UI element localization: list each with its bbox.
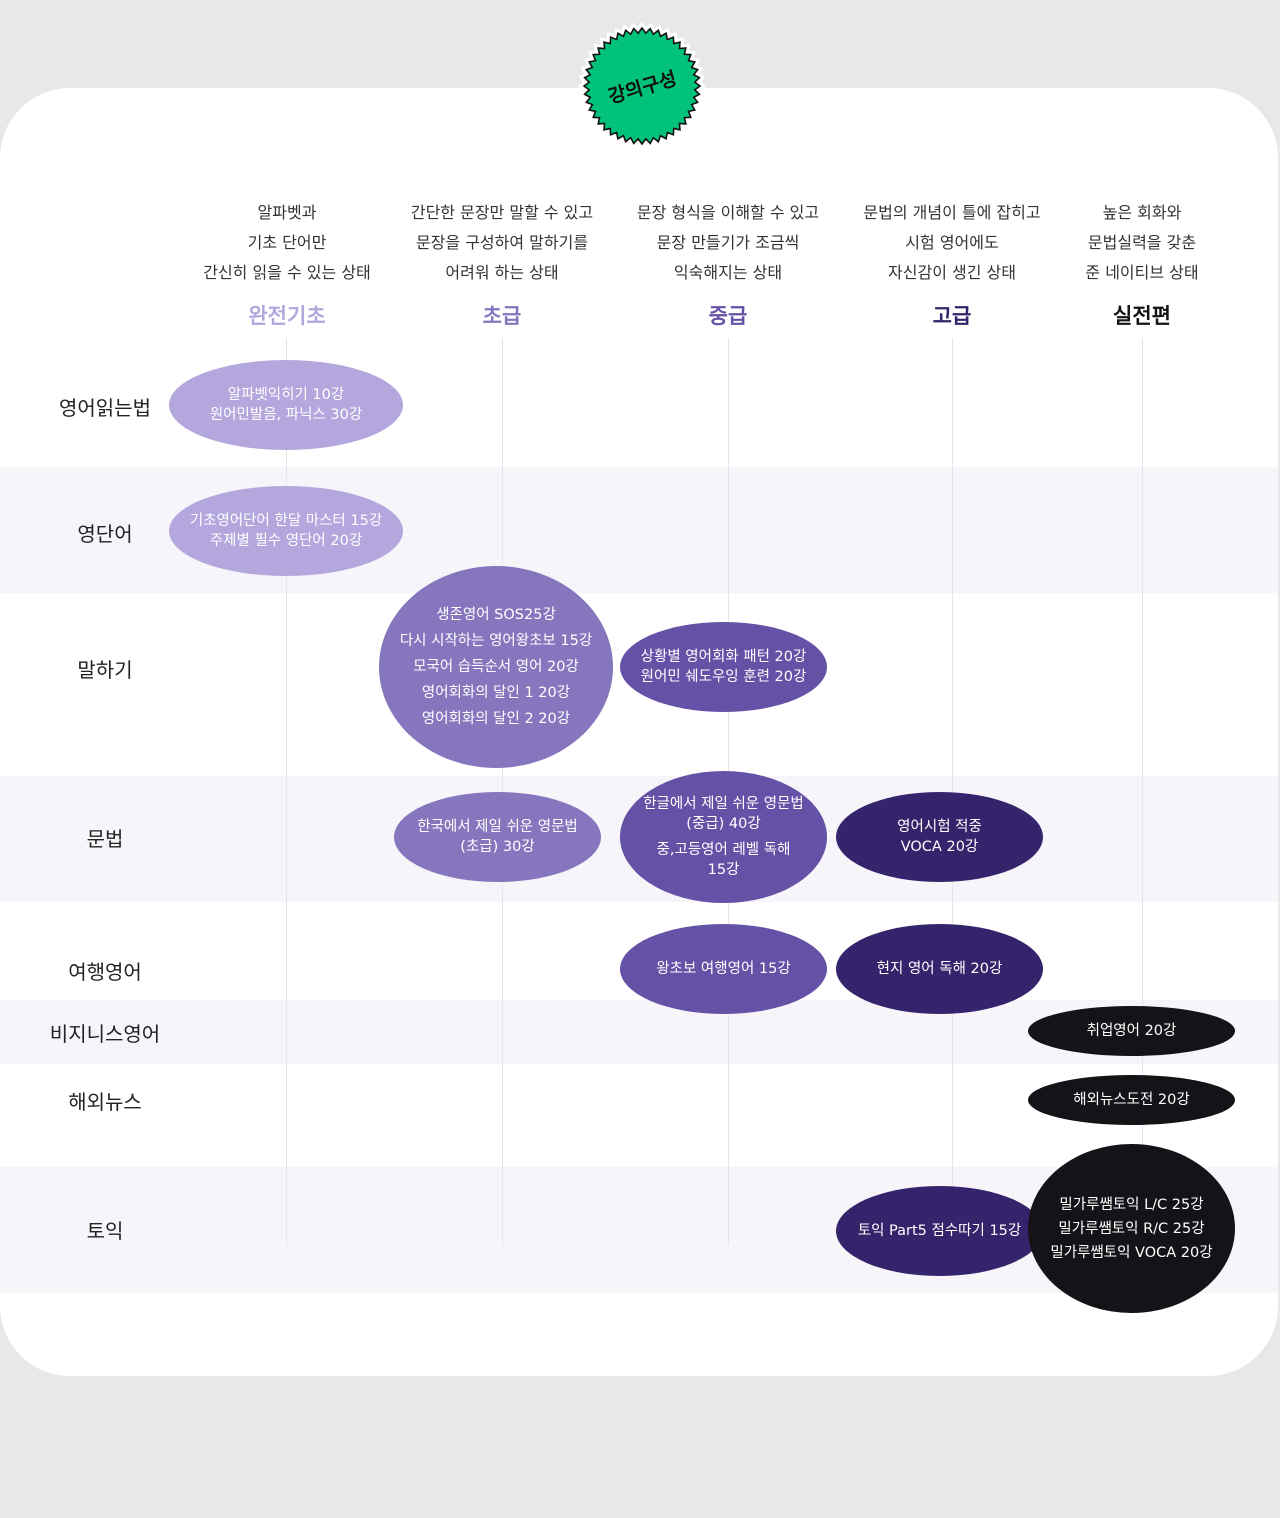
course-line: 중,고등영어 레벨 독해 (656, 842, 791, 858)
level-line-beginner (286, 338, 287, 1246)
description-line: 높은 회화와 (1102, 203, 1182, 222)
course-bubble-news-practical[interactable]: 해외뉴스도전 20강 (1028, 1075, 1235, 1125)
course-line: 한글에서 제일 쉬운 영문법 (643, 796, 804, 812)
description-line: 자신감이 생긴 상태 (888, 263, 1016, 282)
level-name-advanced: 고급 (932, 304, 972, 328)
course-line: 토익 Part5 점수따기 15강 (857, 1223, 1022, 1239)
course-bubble-grammar-elementary[interactable]: 한국에서 제일 쉬운 영문법 (초급) 30강 (394, 792, 601, 882)
course-line: 밀가루쌤토익 VOCA 20강 (1050, 1244, 1213, 1261)
course-bubble-reading-beginner[interactable]: 알파벳익히기 10강 원어민발음, 파닉스 30강 (169, 360, 403, 450)
category-label-news: 해외뉴스 (68, 1090, 142, 1114)
course-line: 다시 시작하는 영어왕초보 15강 (399, 633, 593, 649)
level-description-elementary: 간단한 문장만 말할 수 있고 문장을 구성하여 말하기를 어려워 하는 상태 (392, 198, 612, 288)
course-bubble-speaking-intermediate[interactable]: 상황별 영어회화 패턴 20강 원어민 쉐도우잉 훈련 20강 (620, 622, 827, 712)
course-bubble-vocabulary-beginner[interactable]: 기초영어단어 한달 마스터 15강 주제별 필수 영단어 20강 (169, 486, 403, 576)
category-label-travel: 여행영어 (68, 960, 142, 984)
course-line: 상황별 영어회화 패턴 20강 (640, 649, 807, 665)
course-bubble-grammar-intermediate[interactable]: 한글에서 제일 쉬운 영문법 (중급) 40강 중,고등영어 레벨 독해 15강 (620, 771, 827, 903)
description-line: 문법실력을 갖춘 (1087, 233, 1197, 252)
course-line: 밀가루쌤토익 R/C 25강 (1058, 1220, 1205, 1237)
description-line: 문법의 개념이 틀에 잡히고 (863, 203, 1041, 222)
description-line: 알파벳과 (257, 203, 317, 222)
category-label-vocabulary: 영단어 (77, 522, 133, 546)
description-line: 기초 단어만 (247, 233, 327, 252)
course-line: 밀가루쌤토익 L/C 25강 (1059, 1196, 1204, 1213)
description-line: 어려워 하는 상태 (445, 263, 559, 282)
level-name-practical: 실전편 (1113, 304, 1171, 328)
course-bubble-grammar-advanced[interactable]: 영어시험 적중 VOCA 20강 (836, 792, 1043, 882)
level-description-intermediate: 문장 형식을 이해할 수 있고 문장 만들기가 조금씩 익숙해지는 상태 (618, 198, 838, 288)
course-line: 취업영어 20강 (1086, 1023, 1177, 1039)
badge-starburst-icon (578, 22, 706, 150)
course-line: 주제별 필수 영단어 20강 (209, 533, 363, 549)
course-line: 원어민 쉐도우잉 훈련 20강 (640, 669, 807, 685)
course-line: 왕초보 여행영어 15강 (656, 961, 791, 977)
curriculum-card (0, 88, 1278, 1376)
description-line: 익숙해지는 상태 (673, 263, 783, 282)
description-line: 문장을 구성하여 말하기를 (415, 233, 589, 252)
course-line: 15강 (707, 862, 740, 878)
category-label-toeic: 토익 (86, 1219, 124, 1243)
category-label-reading: 영어읽는법 (59, 396, 151, 420)
description-line: 간단한 문장만 말할 수 있고 (410, 203, 594, 222)
course-line: (중급) 40강 (686, 816, 761, 832)
course-bubble-travel-intermediate[interactable]: 왕초보 여행영어 15강 (620, 924, 827, 1014)
course-line: 현지 영어 독해 20강 (876, 961, 1003, 977)
level-name-intermediate: 중급 (708, 304, 748, 328)
category-label-business: 비지니스영어 (49, 1022, 161, 1046)
course-bubble-travel-advanced[interactable]: 현지 영어 독해 20강 (836, 924, 1043, 1014)
level-description-practical: 높은 회화와 문법실력을 갖춘 준 네이티브 상태 (1032, 198, 1252, 288)
course-bubble-speaking-elementary[interactable]: 생존영어 SOS25강 다시 시작하는 영어왕초보 15강 모국어 습득순서 영… (379, 566, 613, 768)
course-line: 해외뉴스도전 20강 (1073, 1092, 1190, 1108)
course-line: 기초영어단어 한달 마스터 15강 (189, 513, 383, 529)
description-line: 준 네이티브 상태 (1085, 263, 1199, 282)
description-line: 시험 영어에도 (905, 233, 999, 252)
course-line: 영어시험 적중 (897, 819, 982, 835)
course-line: (초급) 30강 (460, 839, 535, 855)
level-description-beginner: 알파벳과 기초 단어만 간신히 읽을 수 있는 상태 (177, 198, 397, 288)
description-line: 문장 형식을 이해할 수 있고 (636, 203, 820, 222)
description-line: 간신히 읽을 수 있는 상태 (203, 263, 371, 282)
level-line-practical (1142, 338, 1143, 1246)
course-bubble-toeic-practical[interactable]: 밀가루쌤토익 L/C 25강 밀가루쌤토익 R/C 25강 밀가루쌤토익 VOC… (1028, 1144, 1235, 1313)
course-bubble-toeic-advanced[interactable]: 토익 Part5 점수따기 15강 (836, 1186, 1043, 1276)
course-line: 영어회화의 달인 1 20강 (421, 685, 571, 701)
description-line: 문장 만들기가 조금씩 (656, 233, 800, 252)
course-line: 영어회화의 달인 2 20강 (421, 711, 571, 727)
category-label-grammar: 문법 (86, 827, 124, 851)
course-line: 알파벳익히기 10강 (227, 387, 345, 403)
category-label-speaking: 말하기 (77, 658, 133, 682)
level-description-advanced: 문법의 개념이 틀에 잡히고 시험 영어에도 자신감이 생긴 상태 (842, 198, 1062, 288)
course-line: 한국에서 제일 쉬운 영문법 (417, 819, 578, 835)
level-name-elementary: 초급 (482, 304, 522, 328)
course-line: 생존영어 SOS25강 (436, 607, 556, 623)
course-line: 모국어 습득순서 영어 20강 (413, 659, 579, 675)
level-name-beginner: 완전기초 (248, 304, 326, 328)
course-line: 원어민발음, 파닉스 30강 (209, 407, 363, 423)
course-bubble-business-practical[interactable]: 취업영어 20강 (1028, 1006, 1235, 1056)
course-line: VOCA 20강 (900, 839, 979, 855)
